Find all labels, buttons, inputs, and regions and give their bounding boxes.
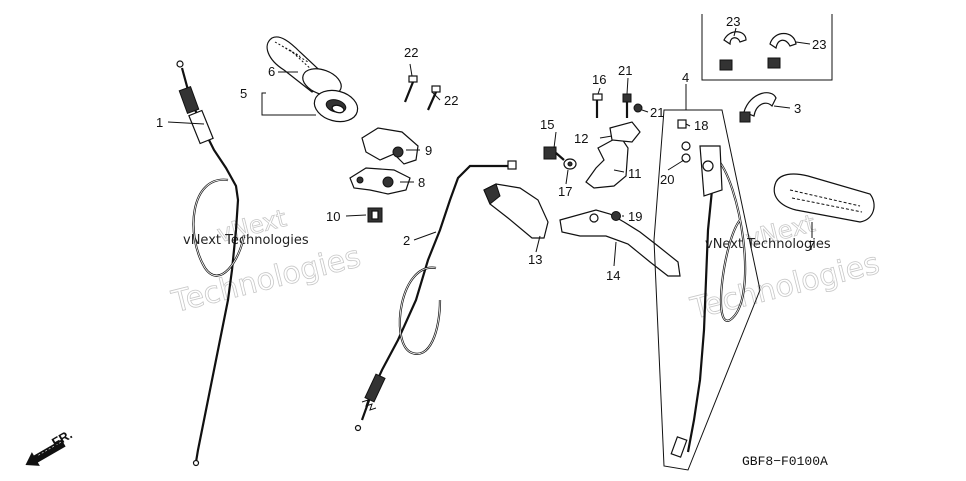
callout-22-a: 22 [404,45,418,60]
callout-19: 19 [628,209,642,224]
callout-18: 18 [694,118,708,133]
clamp-23-b [767,32,797,69]
callout-2: 2 [403,233,410,248]
clamp-23-a [719,31,747,71]
callout-5: 5 [240,86,247,101]
diagram-code: GBF8−F0100A [742,454,828,469]
clamp-box [701,14,833,81]
bolt-21 [622,93,643,118]
callout-21-b: 21 [650,105,664,120]
nut-19 [611,211,621,221]
bolt-18 [677,119,687,129]
lever-holder [585,121,641,189]
throttle-housing-upper [361,127,419,165]
washer-20 [681,141,691,163]
callout-9: 9 [425,143,432,158]
callout-14: 14 [606,268,620,283]
throttle-grip [266,36,359,123]
watermark-technologies-right: Technologies [687,246,883,327]
bolt-15 [543,146,565,161]
bolt-16 [592,93,603,118]
callout-20: 20 [660,172,674,187]
callout-21-a: 21 [618,63,632,78]
clutch-lever [559,209,681,277]
callout-4: 4 [682,70,689,85]
throttle-housing-lower [349,167,411,195]
clamp-3 [739,92,777,123]
watermark-text-left: vNext Technologies [183,233,309,248]
callout-7: 7 [808,238,815,253]
washer-17 [563,158,577,170]
callout-12: 12 [574,131,588,146]
callout-8: 8 [418,175,425,190]
callout-22-b: 22 [444,93,458,108]
left-grip [773,173,875,223]
callout-23-a: 23 [726,14,740,29]
front-direction-arrow [25,439,66,466]
throttle-cable [176,60,246,467]
watermark-text-right: vNext Technologies [705,237,831,252]
leader-lines [167,27,813,267]
callout-16: 16 [592,72,606,87]
callout-6: 6 [268,64,275,79]
callout-1: 1 [156,115,163,130]
callout-3: 3 [794,101,801,116]
lever-cover [483,183,549,239]
callout-17: 17 [558,184,572,199]
adjuster-screw [367,207,383,223]
callout-23-b: 23 [812,37,826,52]
callout-13: 13 [528,252,542,267]
engine-stop-switch-harness [653,109,761,471]
callout-15: 15 [540,117,554,132]
callout-11: 11 [628,166,642,181]
callout-10: 10 [326,209,340,224]
clutch-cable [354,160,517,432]
bolt-22-a [403,75,418,103]
